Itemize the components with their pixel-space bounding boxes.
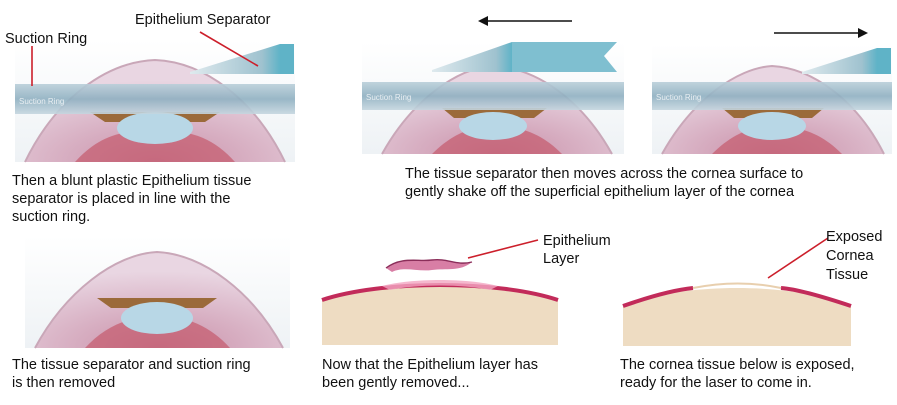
caption-step2: The tissue separator then moves across t… — [405, 165, 885, 201]
caption-step3: The tissue separator and suction ring is… — [12, 356, 312, 392]
epithelium-separator-label: Epithelium Separator — [135, 12, 271, 28]
caption-step3-line2: is then removed — [12, 375, 116, 391]
caption-step4: Now that the Epithelium layer has been g… — [322, 356, 612, 392]
caption-step4-line1: Now that the Epithelium layer has — [322, 357, 538, 373]
eye-diagram-separator-moving-left: Suction Ring — [362, 42, 624, 155]
caption-step2-line2: gently shake off the superficial epithel… — [405, 184, 795, 200]
annotation-line-epithelium — [467, 239, 539, 259]
caption-step3-line1: The tissue separator and suction ring — [12, 357, 251, 373]
cornea-section-exposed — [622, 282, 852, 346]
annotation-line-exposed — [767, 237, 829, 279]
epithelium-layer-label: Epithelium Layer — [543, 232, 611, 268]
caption-step1-line3: suction ring. — [12, 209, 91, 225]
suction-ring-inline-label-2a: Suction Ring — [366, 93, 411, 102]
eye-diagram-separator-moving-right: Suction Ring — [652, 44, 892, 155]
suction-ring-label: Suction Ring — [5, 31, 88, 47]
caption-step5-line2: ready for the laser to come in. — [620, 375, 812, 391]
arrow-left-icon — [478, 16, 572, 26]
caption-step5-line1: The cornea tissue below is exposed, — [620, 357, 855, 373]
eye-diagram-ring-removed — [25, 236, 290, 349]
exposed-cornea-label-line2: Cornea — [826, 248, 874, 264]
exposed-cornea-label-line1: Exposed — [826, 229, 883, 245]
caption-step4-line2: been gently removed... — [322, 375, 470, 391]
caption-step2-line1: The tissue separator then moves across t… — [405, 166, 804, 182]
caption-step1-line1: Then a blunt plastic Epithelium tissue — [12, 173, 252, 189]
caption-step1: Then a blunt plastic Epithelium tissue s… — [12, 172, 312, 226]
caption-step1-line2: separator is placed in line with the — [12, 191, 231, 207]
exposed-cornea-label-line3: Tissue — [826, 267, 869, 283]
epithelium-layer-label-line1: Epithelium — [543, 233, 611, 249]
suction-ring-inline-label: Suction Ring — [19, 97, 64, 106]
suction-ring-inline-label-2b: Suction Ring — [656, 93, 701, 102]
epithelium-layer-label-line2: Layer — [543, 251, 580, 267]
exposed-cornea-label: Exposed Cornea Tissue — [826, 228, 882, 285]
arrow-right-icon — [774, 28, 868, 38]
cornea-section-epithelium-removed — [321, 258, 559, 345]
caption-step5: The cornea tissue below is exposed, read… — [620, 356, 890, 392]
annotation-lines-panel1 — [31, 31, 259, 86]
